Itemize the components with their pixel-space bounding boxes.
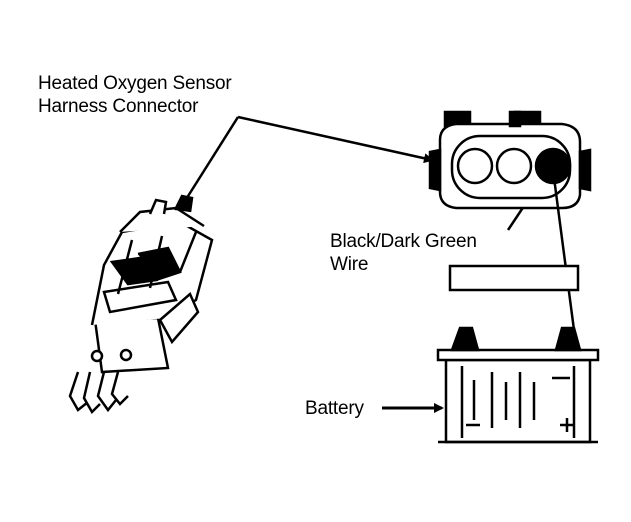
inline-resistor-icon [448, 264, 580, 292]
connector-label-line1: Heated Oxygen Sensor [38, 73, 232, 94]
wire-label-line2: Wire [330, 254, 369, 275]
black-wire-pin [534, 147, 572, 185]
leader-to-harness-connector [237, 115, 434, 164]
harness-connector-icon [428, 110, 592, 210]
wire-label-line1: Black/Dark Green [330, 231, 477, 252]
connector-label-line2: Harness Connector [38, 96, 199, 117]
sensor-connector-icon [68, 194, 214, 415]
battery-label: Battery [305, 398, 364, 419]
battery-icon [436, 326, 600, 444]
jumper-wire [448, 169, 580, 331]
